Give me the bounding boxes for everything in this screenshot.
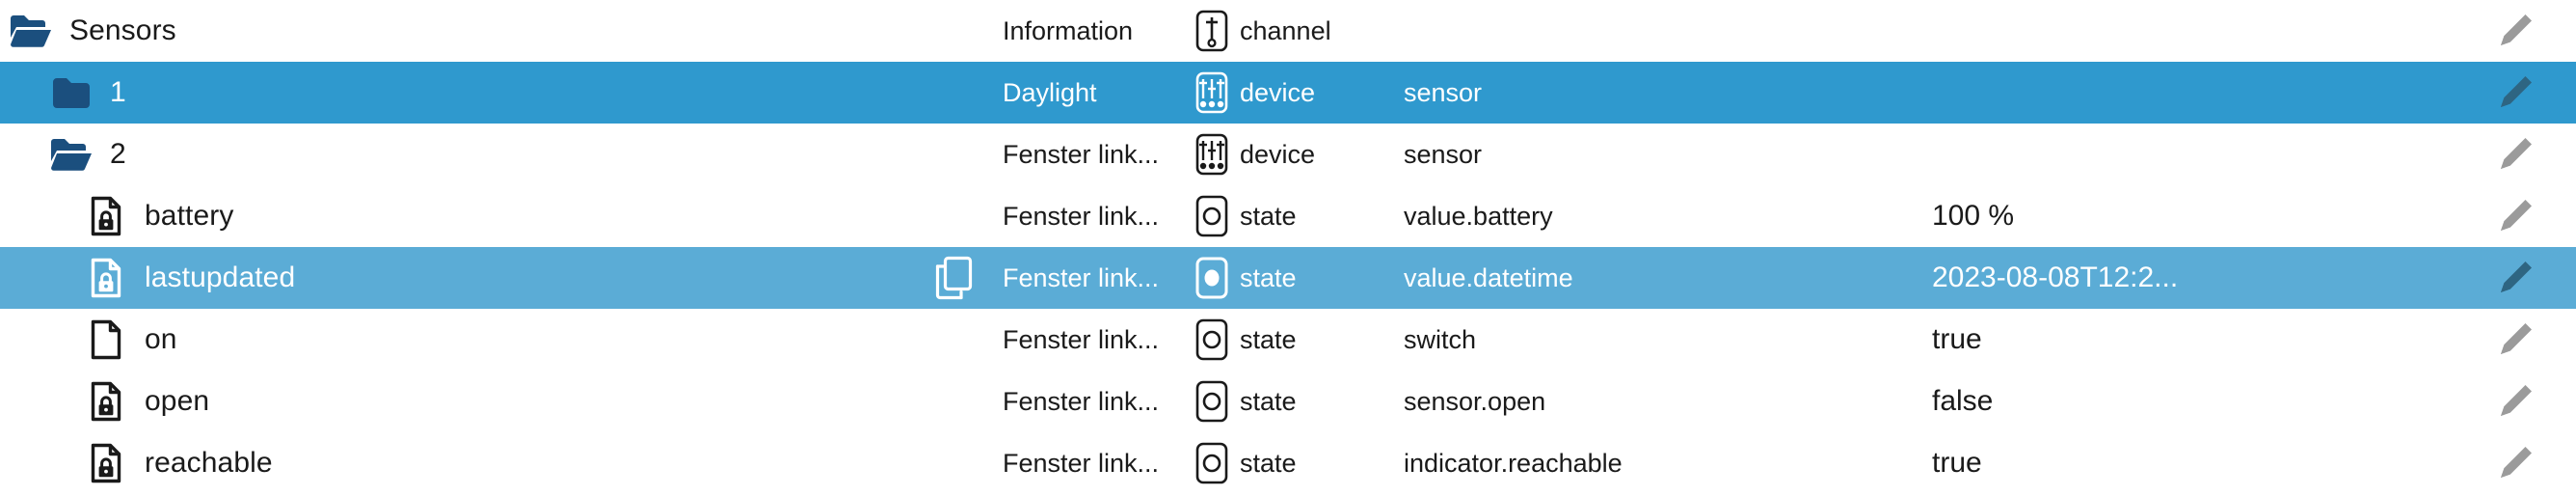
info-cell: Daylight xyxy=(1003,77,1097,107)
kind-cell: device xyxy=(1195,71,1388,114)
info-cell: Fenster link... xyxy=(1003,201,1160,231)
name-cell[interactable]: open xyxy=(0,380,1003,423)
triple-slider-icon xyxy=(1195,71,1228,114)
info-cell: Fenster link... xyxy=(1003,448,1160,478)
pencil-icon[interactable] xyxy=(2493,132,2537,177)
circle-outline-icon xyxy=(1195,380,1228,423)
kind-label: state xyxy=(1240,386,1297,416)
edit-button[interactable] xyxy=(2493,9,2576,53)
node-label: open xyxy=(145,385,210,417)
circle-outline-icon xyxy=(1195,442,1228,484)
folder-open-icon xyxy=(50,133,93,176)
edit-button[interactable] xyxy=(2493,256,2576,300)
category-cell: sensor xyxy=(1404,77,1483,107)
file-locked-icon xyxy=(85,442,127,484)
edit-button[interactable] xyxy=(2493,194,2576,238)
value-cell: true xyxy=(1932,323,1982,355)
kind-label: state xyxy=(1240,324,1297,354)
node-label: 2 xyxy=(110,138,126,170)
pencil-icon[interactable] xyxy=(2493,194,2537,238)
node-label: Sensors xyxy=(69,14,176,46)
category-cell: sensor.open xyxy=(1404,386,1546,416)
tree-row[interactable]: battery Fenster link... state value.battery… xyxy=(0,185,2576,247)
tree-row[interactable]: reachable Fenster link... state indicator.r… xyxy=(0,432,2576,494)
kind-label: state xyxy=(1240,262,1297,292)
node-label: 1 xyxy=(110,76,126,108)
single-slider-icon xyxy=(1195,10,1228,52)
name-cell[interactable]: Sensors xyxy=(0,10,1003,52)
pencil-icon[interactable] xyxy=(2493,441,2537,485)
edit-button[interactable] xyxy=(2493,379,2576,424)
name-cell[interactable]: on xyxy=(0,318,1003,361)
file-locked-icon xyxy=(85,257,127,299)
node-label: battery xyxy=(145,200,234,232)
tree-row[interactable]: Sensors Information channel xyxy=(0,0,2576,62)
folder-closed-icon xyxy=(50,71,93,114)
category-cell: switch xyxy=(1404,324,1477,354)
kind-cell: state xyxy=(1195,380,1388,423)
edit-button[interactable] xyxy=(2493,317,2576,362)
edit-button[interactable] xyxy=(2493,441,2576,485)
node-label: lastupdated xyxy=(145,262,296,293)
pencil-icon[interactable] xyxy=(2493,379,2537,424)
triple-slider-icon xyxy=(1195,133,1228,176)
tree-row[interactable]: open Fenster link... state sensor.open false xyxy=(0,371,2576,432)
category-cell: indicator.reachable xyxy=(1404,448,1623,478)
info-cell: Information xyxy=(1003,15,1134,45)
name-cell[interactable]: 2 xyxy=(0,133,1003,176)
folder-open-icon xyxy=(10,10,52,52)
circle-outline-icon xyxy=(1195,195,1228,237)
value-cell: false xyxy=(1932,385,1994,417)
kind-cell: state xyxy=(1195,257,1388,299)
circle-filled-icon xyxy=(1195,257,1228,299)
kind-cell: state xyxy=(1195,318,1388,361)
name-cell[interactable]: 1 xyxy=(0,71,1003,114)
info-cell: Fenster link... xyxy=(1003,324,1160,354)
file-icon xyxy=(85,318,127,361)
category-cell: value.datetime xyxy=(1404,262,1573,292)
file-locked-icon xyxy=(85,195,127,237)
tree-row[interactable]: 1 Daylight device sensor xyxy=(0,62,2576,124)
tree-row[interactable]: lastupdated Fenster link... state value.dat… xyxy=(0,247,2576,309)
kind-label: device xyxy=(1240,77,1316,107)
info-cell: Fenster link... xyxy=(1003,262,1160,292)
kind-cell: channel xyxy=(1195,10,1388,52)
kind-cell: state xyxy=(1195,195,1388,237)
tree-row[interactable]: 2 Fenster link... device sensor xyxy=(0,124,2576,185)
kind-cell: device xyxy=(1195,133,1388,176)
kind-cell: state xyxy=(1195,442,1388,484)
name-cell[interactable]: battery xyxy=(0,195,1003,237)
kind-label: state xyxy=(1240,201,1297,231)
file-locked-icon xyxy=(85,380,127,423)
kind-label: channel xyxy=(1240,15,1331,45)
edit-button[interactable] xyxy=(2493,132,2576,177)
copy-icon[interactable] xyxy=(933,256,976,300)
category-cell: sensor xyxy=(1404,139,1483,169)
name-cell[interactable]: reachable xyxy=(0,442,1003,484)
edit-button[interactable] xyxy=(2493,70,2576,115)
kind-label: state xyxy=(1240,448,1297,478)
name-cell[interactable]: lastupdated xyxy=(0,257,1003,299)
pencil-icon[interactable] xyxy=(2493,9,2537,53)
category-cell: value.battery xyxy=(1404,201,1553,231)
info-cell: Fenster link... xyxy=(1003,386,1160,416)
pencil-icon[interactable] xyxy=(2493,256,2537,300)
kind-label: device xyxy=(1240,139,1316,169)
value-cell: 100 % xyxy=(1932,200,2015,232)
circle-outline-icon xyxy=(1195,318,1228,361)
node-label: on xyxy=(145,323,177,355)
tree-row[interactable]: on Fenster link... state switch true xyxy=(0,309,2576,371)
value-cell: 2023-08-08T12:2... xyxy=(1932,262,2179,293)
value-cell: true xyxy=(1932,447,1982,479)
pencil-icon[interactable] xyxy=(2493,317,2537,362)
pencil-icon[interactable] xyxy=(2493,70,2537,115)
node-label: reachable xyxy=(145,447,273,479)
info-cell: Fenster link... xyxy=(1003,139,1160,169)
